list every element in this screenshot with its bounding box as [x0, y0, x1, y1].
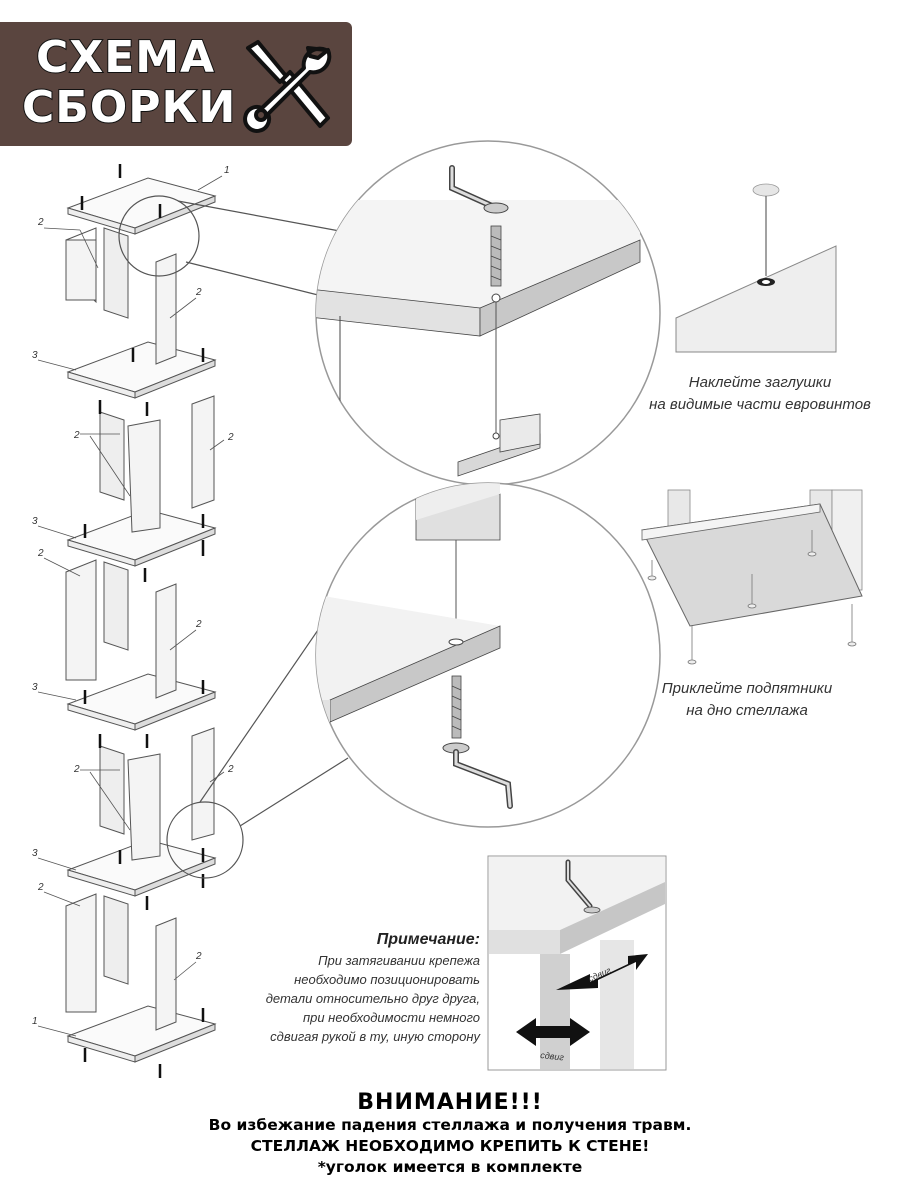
part-number: 1 [224, 165, 230, 176]
wrench-screwdriver-icon [243, 40, 332, 133]
plug-detail [675, 183, 837, 353]
rack-screws [80, 164, 205, 1078]
part-number: 2 [195, 951, 202, 962]
part-number: 2 [195, 619, 202, 630]
shift-label: сдвиг [540, 1050, 565, 1062]
note-title: Примечание: [376, 931, 480, 948]
warning-line: Во избежание падения стеллажа и получени… [208, 1116, 692, 1134]
part-number: 2 [227, 764, 234, 775]
part-number: 2 [73, 764, 80, 775]
part-number: 2 [195, 287, 202, 298]
warning-title: ВНИМАНИЕ!!! [357, 1090, 543, 1115]
plugs-caption-line: на видимые части евровинтов [649, 396, 871, 413]
warning-line: СТЕЛЛАЖ НЕОБХОДИМО КРЕПИТЬ К СТЕНЕ! [250, 1137, 650, 1155]
shift-detail: сдвиг сдвиг [487, 855, 667, 1071]
exploded-rack [65, 177, 217, 1063]
warning-line: *уголок имеется в комплекте [317, 1158, 583, 1176]
note-line: сдвигая рукой в ту, иную сторону [270, 1029, 480, 1044]
note-line: детали относительно друг друга, [265, 991, 480, 1006]
part-number: 3 [32, 516, 38, 527]
plugs-caption-line: Наклейте заглушки [688, 374, 832, 391]
title-banner: СХЕМА СБОРКИ [0, 22, 352, 146]
zoom-connectors [118, 195, 349, 879]
banner-title-line-2: СБОРКИ [21, 81, 237, 134]
part-number: 3 [32, 848, 38, 859]
note-line: при необходимости немного [302, 1010, 480, 1025]
part-number: 2 [37, 217, 44, 228]
feet-caption-line: на дно стеллажа [686, 702, 808, 719]
assembly-note: Примечание: При затягивании крепежа необ… [210, 930, 480, 1046]
feet-caption-line: Приклейте подпятники [661, 680, 833, 697]
part-number: 3 [32, 350, 38, 361]
feet-caption: Приклейте подпятники на дно стеллажа [612, 678, 882, 722]
part-numbers: 1 2 2 3 2 2 3 2 2 3 2 2 3 2 2 1 [32, 165, 234, 1027]
zoom-detail-bottom [315, 482, 661, 828]
part-number: 2 [73, 430, 80, 441]
part-number: 1 [32, 1016, 38, 1027]
note-line: необходимо позиционировать [294, 972, 480, 987]
warning-block: ВНИМАНИЕ!!! Во избежание падения стеллаж… [0, 1090, 900, 1178]
plugs-caption: Наклейте заглушки на видимые части евров… [620, 372, 900, 416]
zoom-detail-top [315, 140, 661, 486]
banner-title-line-1: СХЕМА [35, 31, 216, 84]
note-line: При затягивании крепежа [318, 953, 480, 968]
part-callouts [37, 175, 225, 1037]
part-number: 2 [37, 882, 44, 893]
feet-detail [641, 489, 863, 665]
part-number: 3 [32, 682, 38, 693]
part-number: 2 [227, 432, 234, 443]
part-number: 2 [37, 548, 44, 559]
